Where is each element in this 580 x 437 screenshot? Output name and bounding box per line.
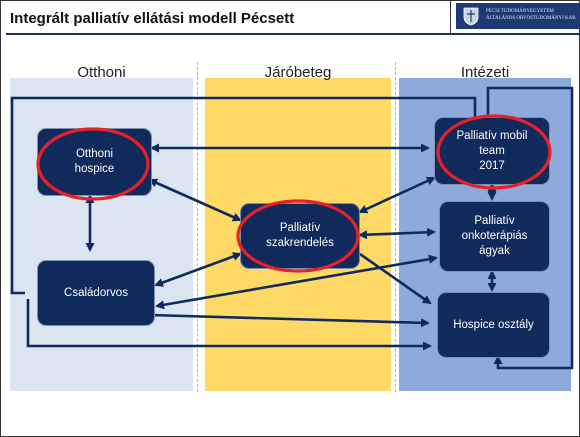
column-title-outpatient: Járóbeteg [264,64,332,81]
node-hospice-ward: Hospice osztály [437,292,550,358]
title-underline [6,33,580,35]
node-label: Hospice osztály [453,318,534,331]
seal-icon [463,7,479,26]
outer-loop-right [486,86,574,370]
slide-title: Integrált palliatív ellátási modell Pécs… [10,10,295,27]
node-label: Palliatív onkoterápiás ágyak [461,215,528,257]
column-title-institutional: Intézeti [460,64,510,81]
outer-loop-left [10,96,480,295]
highlight-ring-outpatient [236,199,360,273]
arrow-hospice-outpatient [148,178,242,222]
node-label: Palliatív mobil team 2017 [456,129,528,172]
node-onco-beds: Palliatív onkoterápiás ágyak [439,201,550,272]
arrow-gp-hospice [149,313,430,328]
node-label: Családorvos [64,286,128,299]
logo-line-1: PÉCSI TUDOMÁNYEGYETEM [486,9,554,14]
arrow-outpatient-onco [358,227,436,240]
node-label: Otthoni hospice [74,148,115,175]
column-title-home: Otthoni [77,64,126,81]
column-divider [395,62,396,392]
arrow-gp-line-hospice [26,299,432,351]
column-divider [197,62,198,392]
arrow-outpatient-mobile [358,176,436,214]
title-separator [450,0,451,33]
arrow-onco-gp [155,254,438,310]
university-logo: PÉCSI TUDOMÁNYEGYETEM ÁLTALÁNOS ORVOSTUD… [456,3,580,29]
node-mobile-team: Palliatív mobil team 2017 [434,117,550,185]
node-gp: Családorvos [37,260,155,326]
logo-line-2: ÁLTALÁNOS ORVOSTUDOMÁNYI KAR [486,16,576,21]
node-outpatient: Palliatív szakrendelés [240,203,360,269]
highlight-ring-mobile-team [436,114,552,190]
logo-text: PÉCSI TUDOMÁNYEGYETEM ÁLTALÁNOS ORVOSTUD… [486,8,576,22]
highlight-ring-home-hospice [36,127,150,201]
node-label: Palliatív szakrendelés [266,222,334,249]
